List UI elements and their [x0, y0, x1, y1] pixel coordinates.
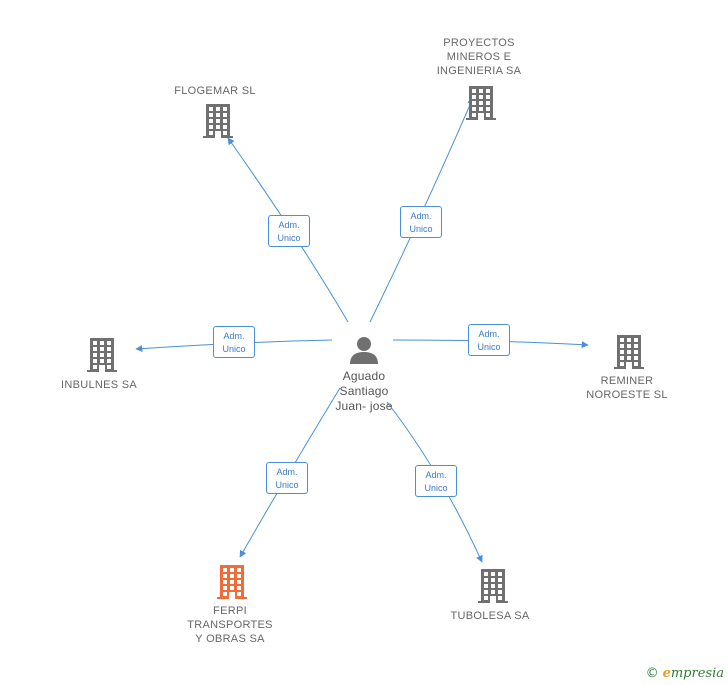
building-icon[interactable]: [87, 338, 117, 377]
relation-label[interactable]: Adm. Unico: [213, 326, 255, 358]
empresia-watermark: ©empresia: [646, 666, 724, 681]
brand-initial: e: [662, 666, 671, 681]
building-icon[interactable]: [217, 565, 247, 604]
company-name-proyectos[interactable]: PROYECTOS MINEROS E INGENIERIA SA: [436, 37, 522, 77]
company-name-flogemar[interactable]: FLOGEMAR SL: [174, 85, 256, 97]
relation-label[interactable]: Adm. Unico: [415, 465, 457, 497]
person-icon[interactable]: [348, 334, 380, 371]
copyright-symbol: ©: [645, 666, 659, 681]
brand-name: mpresia: [670, 666, 724, 681]
building-icon[interactable]: [203, 104, 233, 143]
building-icon[interactable]: [478, 569, 508, 608]
company-name-tubolesa[interactable]: TUBOLESA SA: [450, 610, 530, 622]
person-name[interactable]: Aguado Santiago Juan- jose: [335, 369, 393, 413]
relation-label[interactable]: Adm. Unico: [400, 206, 442, 238]
building-icon[interactable]: [614, 335, 644, 374]
relation-label[interactable]: Adm. Unico: [268, 215, 310, 247]
relation-label[interactable]: Adm. Unico: [266, 462, 308, 494]
company-name-ferpi[interactable]: FERPI TRANSPORTES Y OBRAS SA: [187, 605, 273, 645]
company-name-inbulnes[interactable]: INBULNES SA: [60, 379, 138, 391]
company-name-reminer[interactable]: REMINER NOROESTE SL: [586, 375, 668, 401]
relation-label[interactable]: Adm. Unico: [468, 324, 510, 356]
building-icon[interactable]: [466, 86, 496, 125]
